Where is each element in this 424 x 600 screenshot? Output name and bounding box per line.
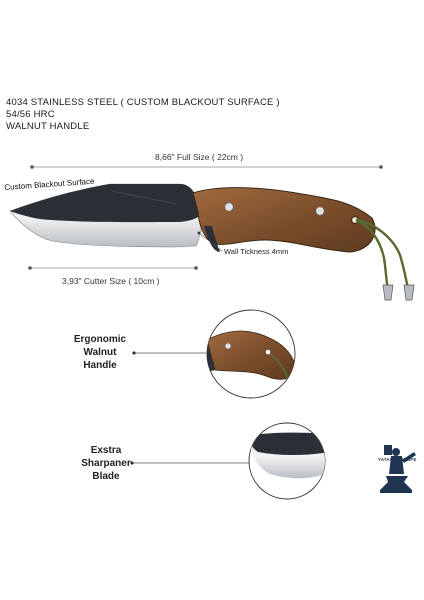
feature-blade-line1: Exstra bbox=[90, 445, 122, 456]
spec-material: 4034 STAINLESS STEEL ( CUSTOM BLACKOUT S… bbox=[6, 97, 280, 108]
knife-main bbox=[9, 183, 415, 301]
handle-detail-zoom bbox=[132, 309, 296, 399]
feature-sharp-blade: Exstra Sharpaner Blade bbox=[70, 444, 142, 483]
feature-handle-line2: Walnut bbox=[83, 347, 117, 358]
spec-hardness: 54/56 HRC bbox=[6, 109, 55, 120]
feature-handle-line3: Handle bbox=[83, 360, 117, 371]
brand-logo bbox=[380, 445, 416, 493]
wall-thickness-label: Wall Tickness 4mm bbox=[224, 247, 289, 256]
spec-handle: WALNUT HANDLE bbox=[6, 121, 90, 132]
feature-handle-line1: Ergonomic bbox=[73, 334, 127, 345]
blade-detail-zoom bbox=[130, 422, 326, 500]
feature-walnut-handle: Ergonomic Walnut Handle bbox=[60, 333, 140, 372]
brand-logo-text: YATAGAN KNIFE bbox=[378, 457, 417, 462]
blackout-pointer bbox=[111, 190, 177, 205]
feature-blade-line3: Blade bbox=[92, 471, 120, 482]
full-size-dimension bbox=[30, 165, 383, 169]
cutter-size-dimension bbox=[28, 266, 198, 270]
wall-pointer bbox=[198, 232, 223, 252]
feature-blade-line2: Sharpaner bbox=[81, 458, 131, 469]
cutter-size-label: 3,93" Cutter Size ( 10cm ) bbox=[62, 276, 160, 286]
full-size-label: 8,66" Full Size ( 22cm ) bbox=[155, 152, 244, 162]
